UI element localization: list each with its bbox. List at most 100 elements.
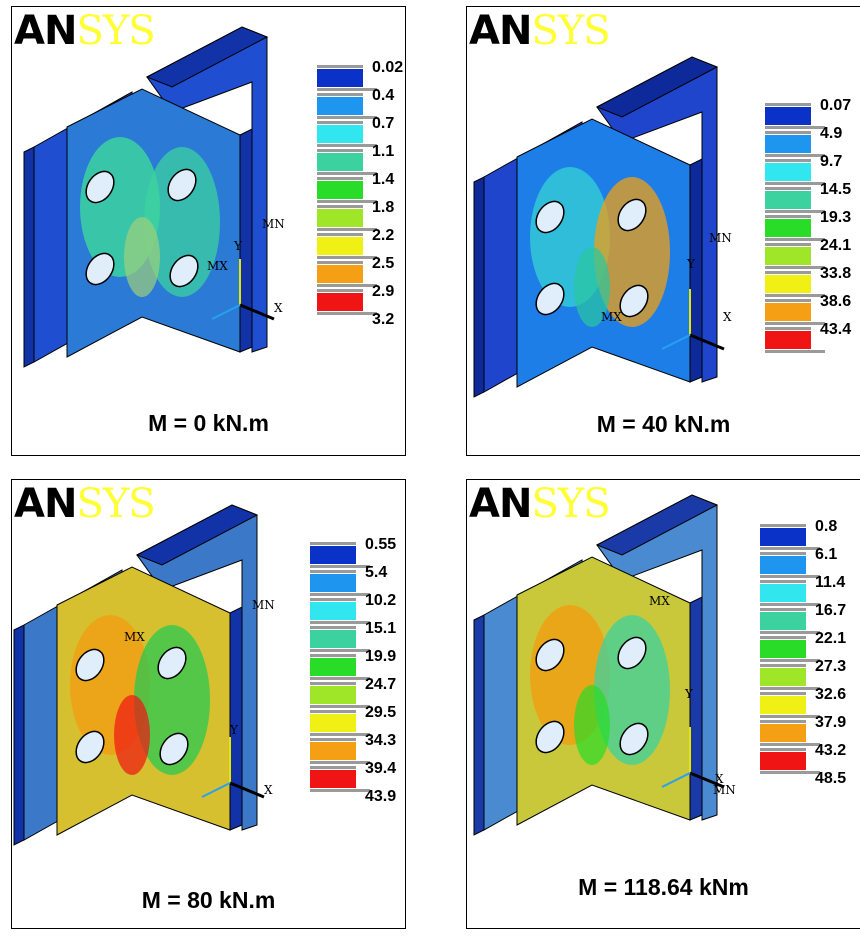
angle-cleat-model bbox=[473, 494, 725, 836]
legend-tick bbox=[760, 636, 806, 639]
x-axis-arrow bbox=[689, 333, 725, 351]
z-axis-arrow bbox=[201, 782, 231, 798]
mn-marker: MN bbox=[713, 783, 736, 797]
legend-tick bbox=[310, 766, 356, 769]
flange-edge bbox=[473, 176, 485, 398]
legend-swatch bbox=[765, 303, 811, 321]
legend-swatch bbox=[310, 742, 356, 760]
legend-value: 0.55 bbox=[365, 536, 397, 553]
legend-tick bbox=[310, 733, 370, 736]
legend-swatch bbox=[317, 69, 363, 87]
legend-entry: 0.02 bbox=[317, 59, 437, 93]
legend-tick bbox=[310, 570, 356, 573]
web-edge bbox=[689, 596, 703, 821]
legend-swatch bbox=[760, 752, 806, 770]
z-axis-arrow bbox=[661, 334, 691, 350]
panel-caption: M = 118.64 kNm bbox=[578, 874, 749, 900]
back-flange-top bbox=[135, 504, 259, 566]
ansys-logo: ANSYS bbox=[14, 481, 156, 527]
legend-tick bbox=[310, 738, 356, 741]
stress-region bbox=[114, 695, 150, 775]
legend-tick bbox=[317, 121, 363, 124]
legend-swatch bbox=[317, 181, 363, 199]
ansys-logo: ANSYS bbox=[469, 481, 611, 527]
angle-cleat-model bbox=[473, 56, 725, 398]
legend-tick bbox=[760, 687, 820, 690]
legend-tick bbox=[310, 789, 370, 792]
ansys-logo: ANSYS bbox=[469, 8, 611, 54]
legend-swatch bbox=[760, 528, 806, 546]
legend-value: 24.1 bbox=[820, 237, 852, 254]
legend-entry: 48.5 bbox=[760, 770, 860, 804]
legend-swatch bbox=[317, 293, 363, 311]
legend-tick bbox=[310, 761, 370, 764]
legend-tick bbox=[760, 771, 820, 774]
legend-tick bbox=[317, 116, 377, 119]
legend-entry: 32.6 bbox=[760, 686, 860, 720]
legend-tick bbox=[765, 131, 811, 134]
legend-value: 43.4 bbox=[820, 321, 852, 338]
legend-entry: 0.7 bbox=[317, 115, 437, 149]
ansys-logo: ANSYS bbox=[14, 8, 156, 54]
flange-edge bbox=[23, 146, 35, 368]
legend-entry: 33.8 bbox=[765, 265, 860, 299]
legend-swatch bbox=[310, 714, 356, 732]
legend-swatch bbox=[317, 237, 363, 255]
legend-tick bbox=[765, 159, 811, 162]
mx-marker: MX bbox=[649, 594, 670, 608]
legend-tick bbox=[310, 565, 370, 568]
legend-tick bbox=[317, 261, 363, 264]
legend-value: 0.07 bbox=[820, 97, 852, 114]
legend-value: 22.1 bbox=[815, 630, 847, 647]
flange-edge bbox=[13, 624, 25, 846]
legend-value: 2.9 bbox=[372, 283, 395, 300]
bolt-hole bbox=[85, 252, 115, 286]
legend-value: 32.6 bbox=[815, 686, 847, 703]
legend-entry: 43.9 bbox=[310, 788, 430, 822]
legend-tick bbox=[310, 621, 370, 624]
legend-tick bbox=[310, 705, 370, 708]
legend-tick bbox=[765, 294, 825, 297]
legend-entry: 27.3 bbox=[760, 658, 860, 692]
legend-value: 1.1 bbox=[372, 143, 395, 160]
bolt-hole bbox=[619, 722, 649, 756]
legend-tick bbox=[310, 593, 370, 596]
legend-tick bbox=[317, 177, 363, 180]
legend-tick bbox=[765, 210, 825, 213]
legend-value: 37.9 bbox=[815, 714, 847, 731]
stress-region bbox=[574, 247, 610, 327]
legend-entry: 14.5 bbox=[765, 181, 860, 215]
legend-value: 27.3 bbox=[815, 658, 847, 675]
legend-entry: 0.4 bbox=[317, 87, 437, 121]
y-axis-label: Y bbox=[230, 723, 238, 737]
legend-tick bbox=[310, 654, 356, 657]
legend-tick bbox=[760, 743, 820, 746]
y-axis-label: Y bbox=[687, 257, 695, 271]
legend-tick bbox=[760, 575, 820, 578]
legend-swatch bbox=[765, 191, 811, 209]
legend-tick bbox=[760, 748, 806, 751]
legend-swatch bbox=[760, 612, 806, 630]
legend-tick bbox=[765, 243, 811, 246]
panel-caption: M = 0 kN.m bbox=[148, 410, 269, 436]
legend-tick bbox=[760, 547, 820, 550]
legend-tick bbox=[317, 233, 363, 236]
legend-value: 11.4 bbox=[815, 574, 846, 591]
legend-tick bbox=[765, 187, 811, 190]
legend-entry: 29.5 bbox=[310, 704, 430, 738]
legend-tick bbox=[765, 271, 811, 274]
bolt-hole bbox=[159, 732, 189, 766]
legend-swatch bbox=[760, 556, 806, 574]
legend-tick bbox=[760, 715, 820, 718]
panel-caption: M = 40 kN.m bbox=[596, 411, 731, 437]
legend-swatch bbox=[310, 546, 356, 564]
legend-entry: 43.2 bbox=[760, 742, 860, 776]
legend-value: 43.9 bbox=[365, 788, 397, 805]
legend-entry: 0.07 bbox=[765, 97, 860, 131]
bolt-hole bbox=[617, 636, 647, 670]
legend-tick bbox=[310, 542, 356, 545]
legend-entry: 22.1 bbox=[760, 630, 860, 664]
stress-contour-model bbox=[473, 56, 725, 398]
